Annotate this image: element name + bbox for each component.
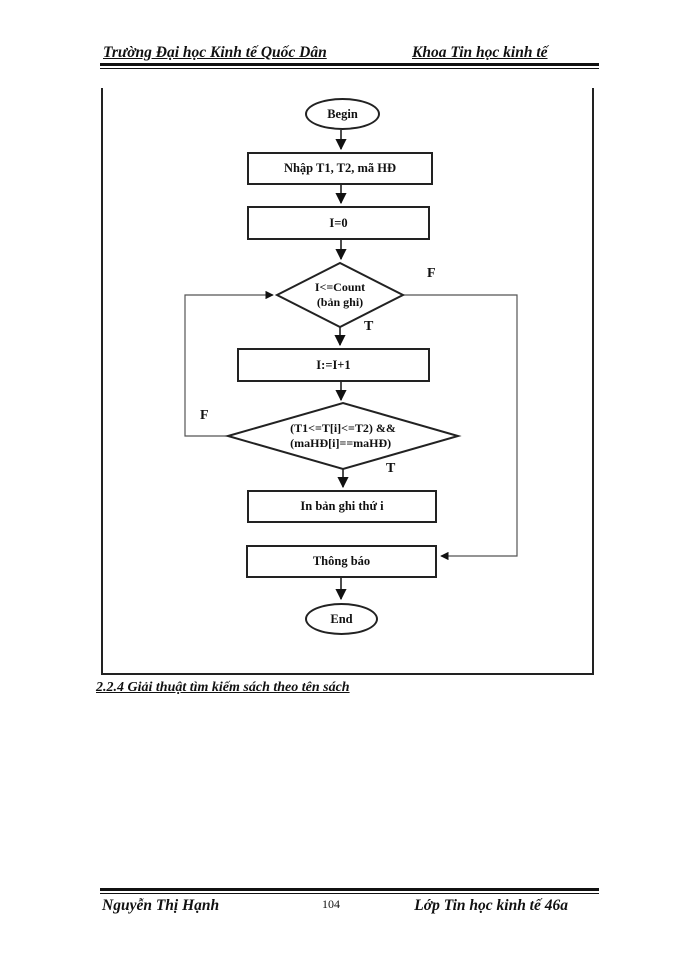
node-loop-condition-text: I<=Count (bản ghi) [277,265,403,325]
figure-caption: 2.2.4 Giải thuật tìm kiếm sách theo tên … [96,680,350,695]
footer-author-name: Nguyễn Thị Hạnh [102,897,220,914]
node-begin-label: Begin [327,106,358,121]
match-condition-line2: (maHĐ[i]==maHĐ) [290,436,392,450]
node-end-label: End [330,611,353,626]
connector-loop-false-to-notify [403,294,518,561]
footer-rule-thick [100,888,599,891]
flow-arrows [334,130,349,601]
node-match-condition-text: (T1<=T[i]<=T2) && (maHĐ[i]==maHĐ) [228,406,458,466]
node-input-label: Nhập T1, T2, mã HĐ [283,161,397,175]
node-init-label: I=0 [329,215,348,230]
node-increment: I:=I+1 [237,348,430,382]
label-match-false: F [200,408,209,423]
flowchart-frame [101,88,594,675]
connector-match-false-loop [184,290,274,437]
header-faculty-name: Khoa Tin học kinh tế [412,44,548,61]
footer-class-name: Lớp Tin học kinh tế 46a [414,897,568,914]
node-notify-label: Thông báo [312,554,371,568]
header-rule-thick [100,63,599,66]
node-input: Nhập T1, T2, mã HĐ [247,152,433,185]
node-print-label: In bản ghi thứ i [300,499,384,513]
node-print: In bản ghi thứ i [247,490,437,523]
node-end: End [305,603,378,635]
decision-loop-condition [274,261,406,329]
label-loop-true: T [364,319,374,334]
node-init: I=0 [247,206,430,240]
node-notify: Thông báo [246,545,437,578]
node-begin: Begin [305,98,380,130]
loop-condition-line1: I<=Count [314,280,366,294]
page-number: 104 [322,897,340,911]
header-school-name: Trường Đại học Kinh tế Quốc Dân [103,44,327,61]
footer-rule-thin [100,893,599,894]
loop-condition-line2: (bản ghi) [316,295,364,309]
node-increment-label: I:=I+1 [316,357,351,372]
decision-match-condition [224,401,462,471]
label-match-true: T [386,461,396,476]
header-rule-thin [100,68,599,69]
label-loop-false: F [427,266,436,281]
match-condition-line1: (T1<=T[i]<=T2) && [290,421,396,435]
